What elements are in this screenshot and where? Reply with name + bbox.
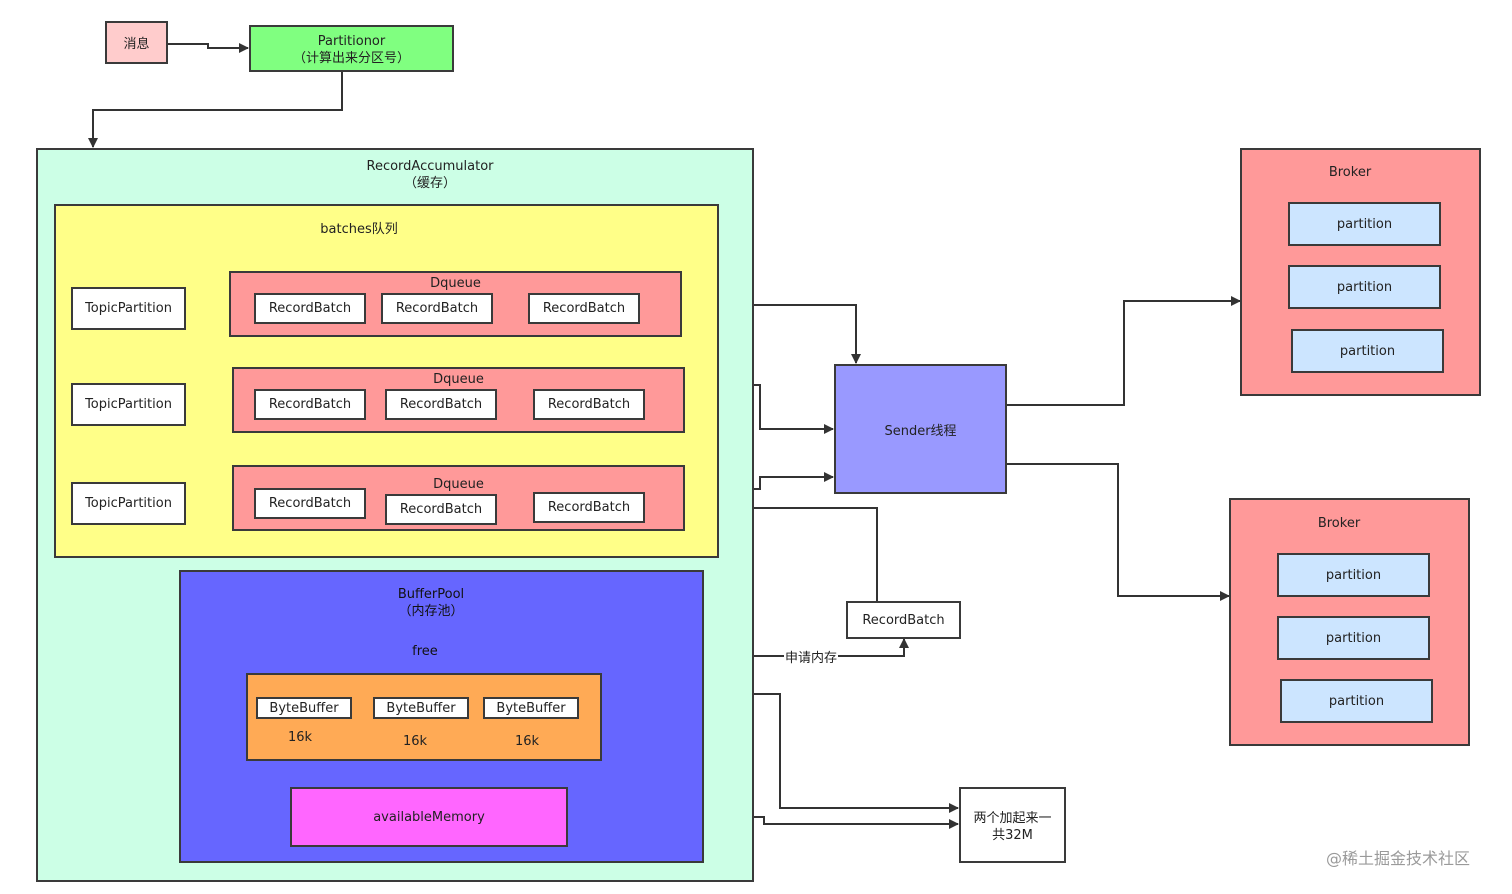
byte-buffer: ByteBuffer bbox=[373, 697, 469, 719]
available-memory: availableMemory bbox=[290, 787, 568, 847]
sender-to-broker2-arrow bbox=[1006, 463, 1230, 601]
batches-title: batches队列 bbox=[320, 222, 398, 237]
partition: partition bbox=[1288, 265, 1441, 309]
record-batch: RecordBatch bbox=[381, 293, 493, 324]
free-label: free bbox=[412, 644, 438, 659]
partition: partition bbox=[1288, 202, 1441, 246]
record-batch: RecordBatch bbox=[254, 293, 366, 324]
record-batch: RecordBatch bbox=[533, 389, 645, 420]
broker-title: Broker bbox=[1317, 516, 1361, 531]
accumulator-title: RecordAccumulator bbox=[366, 159, 494, 174]
sender-thread: Sender线程 bbox=[834, 364, 1007, 494]
message-to-partitioner-arrow bbox=[168, 43, 249, 53]
sender-to-broker1-arrow bbox=[1006, 296, 1241, 406]
record-batch: RecordBatch bbox=[528, 293, 640, 324]
bufferpool-subtitle: （内存池） bbox=[398, 604, 464, 619]
total-line2: 共32M bbox=[992, 828, 1033, 843]
watermark: @稀土掘金技术社区 bbox=[1326, 849, 1471, 868]
buffer-size-label: 16k bbox=[514, 734, 540, 749]
broker-title: Broker bbox=[1328, 165, 1372, 180]
dqueue-label: Dqueue bbox=[430, 276, 481, 291]
partition: partition bbox=[1291, 329, 1444, 373]
record-batch: RecordBatch bbox=[254, 389, 366, 420]
total-memory-note: 两个加起来一 共32M bbox=[959, 787, 1066, 863]
dqueue-label: Dqueue bbox=[433, 372, 484, 387]
accumulator-subtitle: （缓存） bbox=[403, 176, 456, 191]
record-batch: RecordBatch bbox=[254, 488, 366, 519]
record-batch: RecordBatch bbox=[385, 494, 497, 525]
record-batch: RecordBatch bbox=[385, 389, 497, 420]
partitioner-label: Partitionor bbox=[317, 34, 386, 49]
apply-memory-arrow bbox=[703, 638, 909, 657]
bufferpool-title: BufferPool bbox=[397, 587, 465, 602]
byte-buffer: ByteBuffer bbox=[483, 697, 579, 719]
apply-memory-label: 申请内存 bbox=[784, 650, 839, 667]
buffer-size-label: 16k bbox=[287, 730, 313, 745]
partition: partition bbox=[1277, 616, 1430, 660]
partitioner-box: Partitionor （计算出来分区号） bbox=[249, 25, 454, 72]
byte-buffer: ByteBuffer bbox=[256, 697, 352, 719]
partitioner-sublabel: （计算出来分区号） bbox=[292, 51, 410, 66]
topic-partition: TopicPartition bbox=[71, 383, 186, 426]
partition: partition bbox=[1277, 553, 1430, 597]
partitioner-to-accumulator-arrow bbox=[88, 72, 343, 148]
dqueue-label: Dqueue bbox=[433, 477, 484, 492]
total-line1: 两个加起来一 bbox=[973, 811, 1052, 826]
partition: partition bbox=[1280, 679, 1433, 723]
topic-partition: TopicPartition bbox=[71, 482, 186, 525]
record-batch: RecordBatch bbox=[533, 492, 645, 523]
requested-record-batch: RecordBatch bbox=[846, 601, 961, 639]
topic-partition: TopicPartition bbox=[71, 287, 186, 330]
buffer-size-label: 16k bbox=[402, 734, 428, 749]
message-box: 消息 bbox=[105, 21, 168, 64]
